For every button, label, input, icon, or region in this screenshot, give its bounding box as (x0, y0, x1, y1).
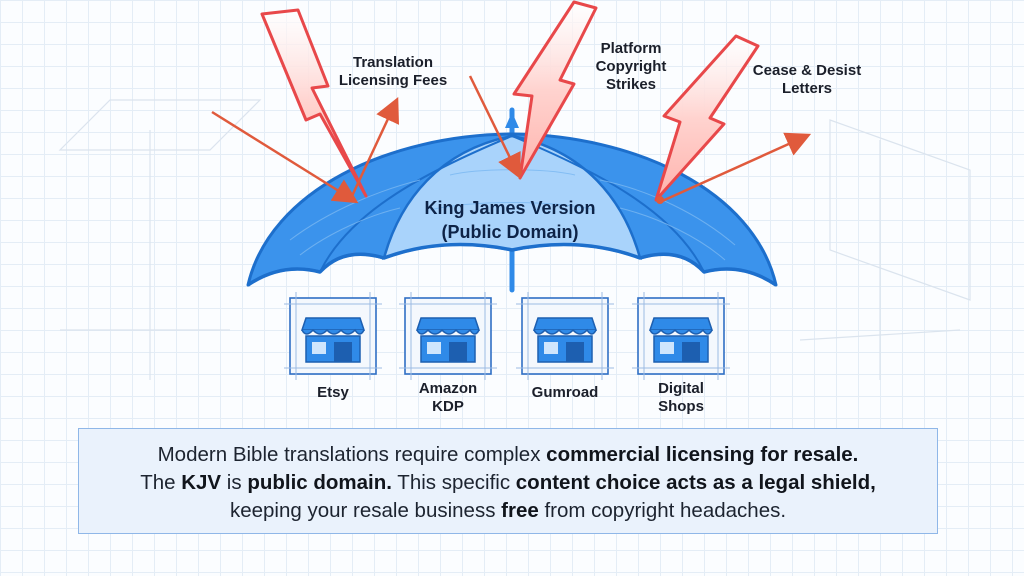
storefront-icon (284, 292, 382, 380)
deflection-arrows (211, 75, 812, 204)
lightning-bolt-icon (512, 0, 598, 180)
shop-label-etsy: Etsy (317, 384, 349, 401)
shop-label-digital-shops: Digital Shops (658, 380, 704, 415)
explanation-line-3: keeping your resale business free from c… (229, 499, 787, 522)
threat-label-translation-fees: Translation Licensing Fees (338, 54, 448, 89)
shop-label-gumroad: Gumroad (531, 384, 599, 401)
background-sketch-lines (58, 99, 971, 380)
storefront-icons (284, 291, 731, 381)
threat-label-cease-desist: Cease & Desist Letters (752, 62, 862, 97)
lightning-bolts (260, 0, 760, 202)
threat-label-copyright-strikes: Platform Copyright Strikes (595, 40, 667, 93)
deflect-arrow-icon (468, 75, 521, 179)
umbrella-title: King James Version (Public Domain) (424, 198, 596, 242)
explanation-line-1: Modern Bible translations require comple… (157, 443, 859, 466)
shop-label-amazon-kdp: Amazon KDP (418, 380, 478, 415)
explanation-box: Modern Bible translations require comple… (78, 428, 938, 534)
deflect-arrow-icon (350, 96, 399, 197)
lightning-bolt-icon (654, 34, 760, 202)
umbrella-icon (246, 107, 778, 293)
lightning-bolt-icon (260, 8, 368, 198)
deflect-arrow-icon (659, 132, 812, 204)
deflect-arrow-icon (211, 110, 359, 204)
explanation-line-2: The KJV is public domain. This specific … (140, 471, 876, 494)
